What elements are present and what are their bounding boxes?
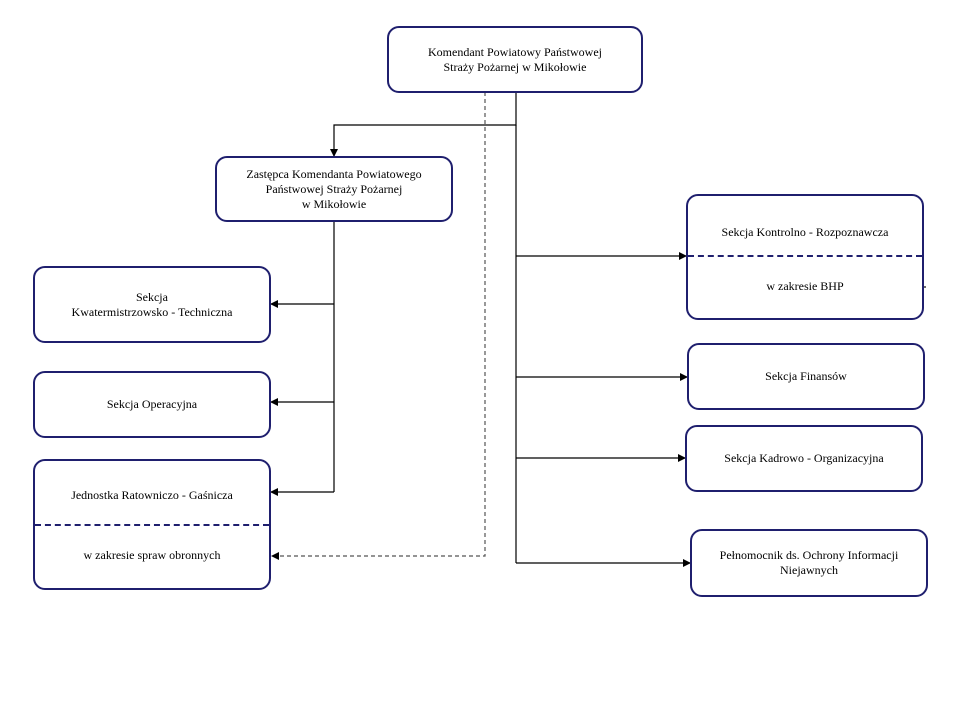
- line-commander-to-deputy: [330, 92, 517, 157]
- control-section-box: Sekcja Kontrolno - Rozpoznawcza w zakres…: [686, 194, 924, 320]
- quartermaster-section-label: Sekcja Kwatermistrzowsko - Techniczna: [71, 289, 233, 319]
- rescue-unit-scope-label: w zakresie spraw obronnych: [83, 547, 221, 562]
- personnel-section-label: Sekcja Kadrowo - Organizacyjna: [724, 451, 884, 465]
- dashed-line-commander-to-defense: [271, 92, 486, 560]
- deputy-label: Zastępca Komendanta Powiatowego Państwow…: [246, 166, 422, 211]
- operations-section-box: Sekcja Operacyjna: [33, 371, 271, 438]
- quartermaster-section-box: Sekcja Kwatermistrzowsko - Techniczna: [33, 266, 271, 343]
- finance-section-label: Sekcja Finansów: [765, 369, 847, 383]
- control-section-divider: [688, 255, 922, 257]
- commander-box: Komendant Powiatowy Państwowej Straży Po…: [387, 26, 643, 93]
- finance-section-box: Sekcja Finansów: [687, 343, 925, 410]
- control-section-scope-label: w zakresie BHP: [766, 278, 844, 293]
- operations-section-label: Sekcja Operacyjna: [106, 397, 198, 411]
- control-section-label: Sekcja Kontrolno - Rozpoznawcza: [721, 224, 889, 239]
- rescue-unit-label: Jednostka Ratowniczo - Gaśnicza: [71, 487, 233, 502]
- rescue-unit-box: Jednostka Ratowniczo - Gaśnicza w zakres…: [33, 459, 271, 590]
- personnel-section-box: Sekcja Kadrowo - Organizacyjna: [685, 425, 923, 492]
- rescue-unit-divider: [35, 524, 269, 526]
- classified-info-officer-box: Pełnomocnik ds. Ochrony Informacji Nieja…: [690, 529, 928, 597]
- deputy-box: Zastępca Komendanta Powiatowego Państwow…: [215, 156, 453, 222]
- commander-label: Komendant Powiatowy Państwowej Straży Po…: [428, 44, 602, 74]
- classified-info-officer-label: Pełnomocnik ds. Ochrony Informacji Nieja…: [719, 548, 899, 577]
